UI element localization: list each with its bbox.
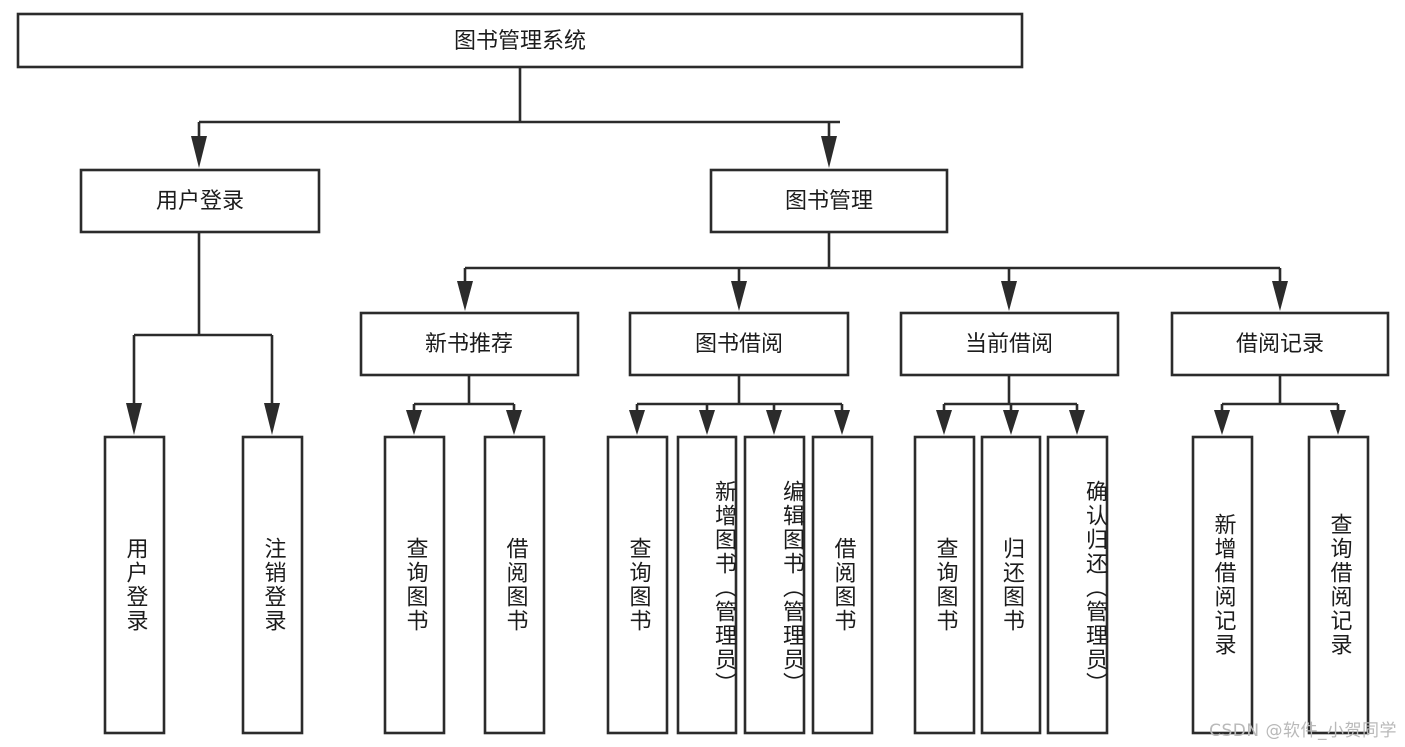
node-leaf-query-book-1[interactable] <box>383 435 446 735</box>
connector-book-borrow-to-leaves <box>629 375 850 435</box>
node-user-login[interactable] <box>79 168 321 234</box>
connector-current-borrow-to-leaves <box>936 375 1085 435</box>
node-leaf-query-book-2[interactable] <box>606 435 669 735</box>
node-leaf-return-book[interactable] <box>980 435 1042 735</box>
arrow-leaf-logout-login <box>264 403 280 435</box>
node-leaf-user-login[interactable] <box>103 435 166 735</box>
arrow-leaf-borrow-book-2 <box>834 410 850 435</box>
arrow-leaf-query-record <box>1330 410 1346 435</box>
connector-borrow-record-to-leaves <box>1214 375 1346 435</box>
node-borrow-record-label: 借阅记录 <box>1236 332 1324 357</box>
node-new-book-rec-label: 新书推荐 <box>425 332 513 357</box>
node-leaf-edit-book[interactable] <box>743 435 806 735</box>
arrow-to-new-book-rec <box>457 281 473 311</box>
arrow-leaf-user-login <box>126 403 142 435</box>
node-leaf-logout-login[interactable] <box>241 435 304 735</box>
arrow-leaf-add-record <box>1214 410 1230 435</box>
arrow-leaf-return-book <box>1003 410 1019 435</box>
node-new-book-rec[interactable] <box>359 311 580 377</box>
arrow-leaf-edit-book <box>766 410 782 435</box>
node-leaf-borrow-book-1[interactable] <box>483 435 546 735</box>
arrow-to-book-manage <box>821 136 837 168</box>
arrow-leaf-query-book-3 <box>936 410 952 435</box>
node-book-manage-label: 图书管理 <box>785 189 873 214</box>
connector-new-book-rec-to-leaves <box>406 375 522 435</box>
node-root-label: 图书管理系统 <box>454 29 586 54</box>
arrow-leaf-borrow-book-1 <box>506 410 522 435</box>
node-leaf-add-book[interactable] <box>676 435 738 735</box>
node-user-login-label: 用户登录 <box>156 189 244 214</box>
arrow-leaf-query-book-1 <box>406 410 422 435</box>
arrow-to-user-login <box>191 136 207 168</box>
arrow-leaf-query-book-2 <box>629 410 645 435</box>
connector-book-manage-to-level3 <box>457 232 1288 311</box>
node-current-borrow[interactable] <box>899 311 1120 377</box>
watermark-text: CSDN @软件_小贺同学 <box>1209 721 1397 741</box>
node-leaf-borrow-book-2[interactable] <box>811 435 874 735</box>
arrow-to-book-borrow <box>731 281 747 311</box>
node-current-borrow-label: 当前借阅 <box>965 332 1053 357</box>
arrow-leaf-confirm-return <box>1069 410 1085 435</box>
arrow-to-borrow-record <box>1272 281 1288 311</box>
arrow-to-current-borrow <box>1001 281 1017 311</box>
node-leaf-query-record[interactable] <box>1307 435 1370 735</box>
node-book-borrow-label: 图书借阅 <box>695 332 783 357</box>
connector-user-login-to-leaves <box>126 232 280 435</box>
node-leaf-add-record[interactable] <box>1191 435 1254 735</box>
node-leaf-confirm-return[interactable] <box>1046 435 1109 735</box>
arrow-leaf-add-book <box>699 410 715 435</box>
node-leaf-query-book-3[interactable] <box>913 435 976 735</box>
node-book-borrow[interactable] <box>628 311 850 377</box>
node-root[interactable] <box>16 12 1024 69</box>
node-borrow-record[interactable] <box>1170 311 1390 377</box>
connector-root-to-level2 <box>191 67 840 168</box>
node-book-manage[interactable] <box>709 168 949 234</box>
